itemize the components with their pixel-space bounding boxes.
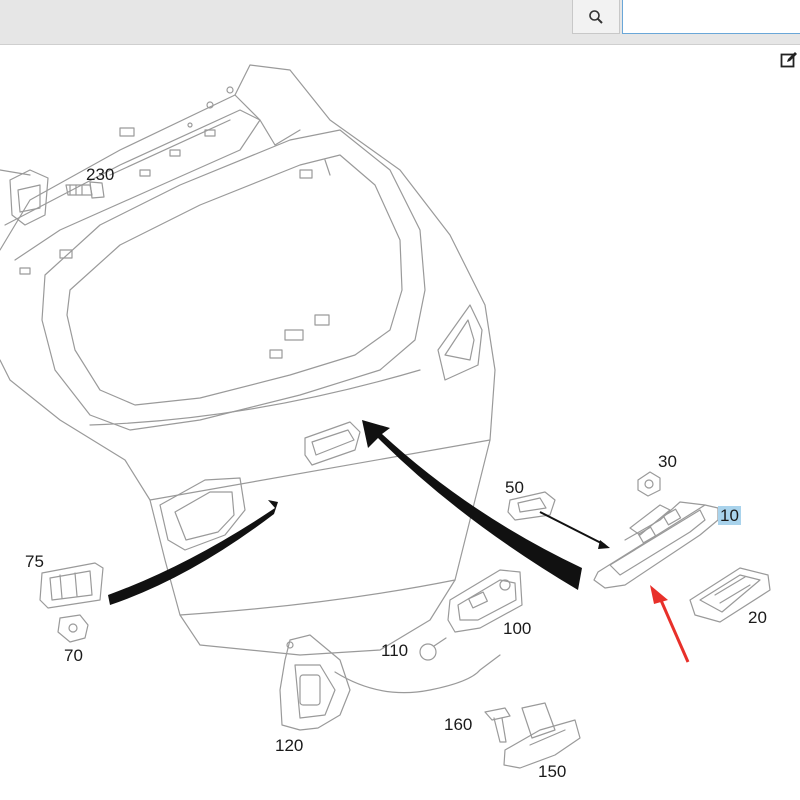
arrow-50-to-handle [539, 511, 606, 546]
indicator-arrow [658, 597, 690, 663]
part-150-bracket [503, 719, 581, 769]
label-part-20[interactable]: 20 [748, 608, 767, 627]
label-part-50[interactable]: 50 [505, 478, 524, 497]
label-part-70[interactable]: 70 [64, 646, 83, 665]
search-input[interactable] [622, 0, 800, 34]
label-part-10[interactable]: 10 [718, 506, 741, 525]
part-110-knob [419, 643, 437, 661]
part-230-hinge [9, 169, 49, 226]
label-part-230[interactable]: 230 [86, 165, 115, 184]
top-toolbar [0, 0, 800, 45]
arrow-75-to-tailgate [108, 500, 278, 605]
magnifier-icon [589, 9, 603, 24]
search-button[interactable] [572, 0, 620, 34]
part-30-nut [637, 471, 661, 497]
label-part-30[interactable]: 30 [658, 452, 677, 471]
label-part-150[interactable]: 150 [538, 762, 567, 781]
label-part-75[interactable]: 75 [25, 552, 44, 571]
cable [334, 654, 501, 694]
parts-diagram [0, 64, 771, 769]
label-part-110[interactable]: 110 [381, 641, 409, 660]
window-frame [41, 129, 426, 431]
edit-icon [780, 52, 797, 68]
part-20-cover [689, 567, 771, 623]
part-70-clip [57, 614, 89, 643]
label-part-100[interactable]: 100 [503, 619, 532, 638]
label-part-160[interactable]: 160 [444, 715, 473, 734]
part-160-bolt [484, 707, 511, 721]
part-100-actuator [447, 569, 523, 633]
arrow-handle-to-tailgate [362, 420, 582, 590]
label-part-120[interactable]: 120 [275, 736, 304, 755]
window-glass [66, 154, 403, 406]
part-120-latch [279, 634, 351, 731]
part-10-handle [593, 504, 719, 589]
part-75-bracket [39, 562, 104, 609]
edit-button[interactable] [778, 50, 800, 70]
part-50-bracket [507, 491, 556, 521]
